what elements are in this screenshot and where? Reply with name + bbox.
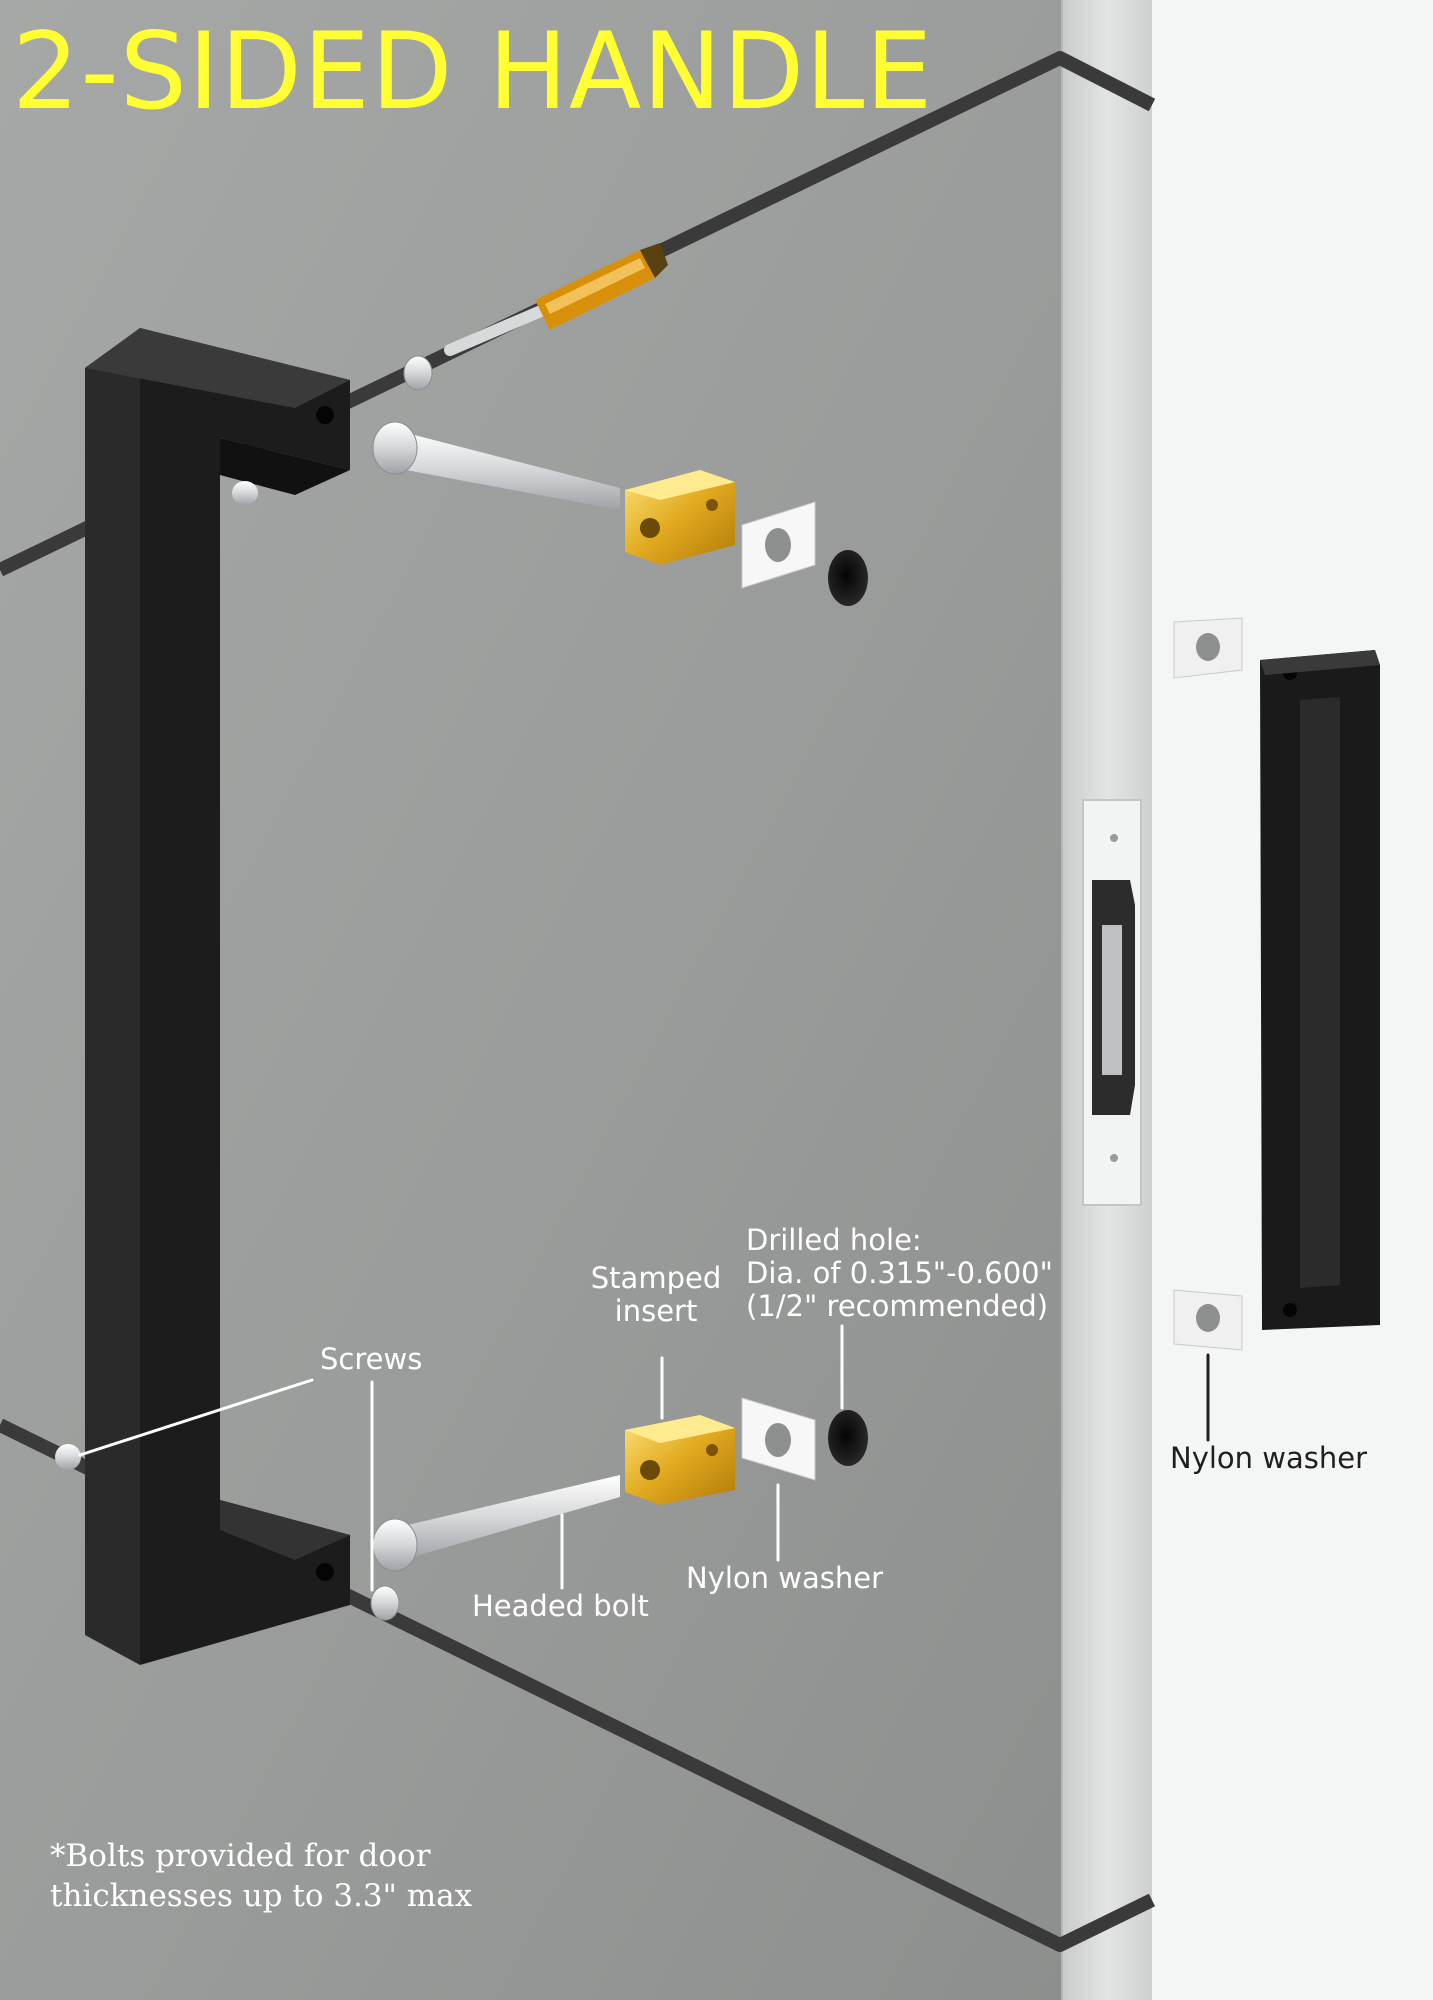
headed-bolt-top-icon (372, 421, 620, 510)
label-stamped-insert-line2: insert (614, 1294, 698, 1328)
side-nylon-washer-top-icon (1173, 617, 1243, 679)
nylon-washer-top-icon (741, 501, 816, 589)
stamped-insert-bottom-icon (625, 1415, 735, 1505)
leader-screws-left (78, 1378, 314, 1457)
label-drilled-hole: Drilled hole: Dia. of 0.315"-0.600" (1/2… (746, 1224, 1053, 1323)
latch-strike (1102, 925, 1122, 1075)
stamped-insert-top-icon (625, 470, 735, 565)
door-outline-top (0, 51, 1156, 577)
screw-top-icon (403, 355, 433, 391)
handle-hole-bottom (316, 1563, 334, 1581)
headed-bolt-bottom-icon (372, 1475, 620, 1572)
screw-handle-top-icon (232, 481, 258, 505)
front-handle (85, 328, 350, 1665)
drilled-hole-bottom (828, 1410, 868, 1466)
label-headed-bolt: Headed bolt (472, 1589, 649, 1623)
door-outline-bottom (0, 1418, 1156, 1952)
footnote-line2: thicknesses up to 3.3" max (50, 1878, 473, 1914)
label-nylon-washer-front: Nylon washer (686, 1561, 883, 1595)
label-nylon-washer-side: Nylon washer (1170, 1441, 1367, 1475)
handle-hole-top (316, 406, 334, 424)
label-drilled-hole-line2: Dia. of 0.315"-0.600" (746, 1256, 1053, 1290)
latch-screw-top (1110, 834, 1118, 842)
nylon-washer-bottom-icon (741, 1397, 816, 1481)
label-screws: Screws (320, 1342, 423, 1376)
leader-lines (78, 1324, 1210, 1592)
drilled-hole-top (828, 550, 868, 606)
latch-screw-bottom (1110, 1154, 1118, 1162)
screw-left-icon (55, 1444, 81, 1470)
page-title: 2-SIDED HANDLE (12, 10, 934, 133)
screw-bottom-icon (370, 1585, 400, 1621)
label-drilled-hole-line3: (1/2" recommended) (746, 1289, 1049, 1323)
footnote-line1: *Bolts provided for door (50, 1838, 431, 1874)
footnote: *Bolts provided for door thicknesses up … (50, 1836, 472, 1916)
label-stamped-insert: Stamped insert (586, 1262, 726, 1328)
label-stamped-insert-line1: Stamped (590, 1261, 722, 1295)
screwdriver-icon (444, 243, 668, 356)
side-nylon-washer-bottom-icon (1173, 1289, 1243, 1351)
label-drilled-hole-line1: Drilled hole: (746, 1223, 922, 1257)
side-handle (1260, 650, 1380, 1330)
